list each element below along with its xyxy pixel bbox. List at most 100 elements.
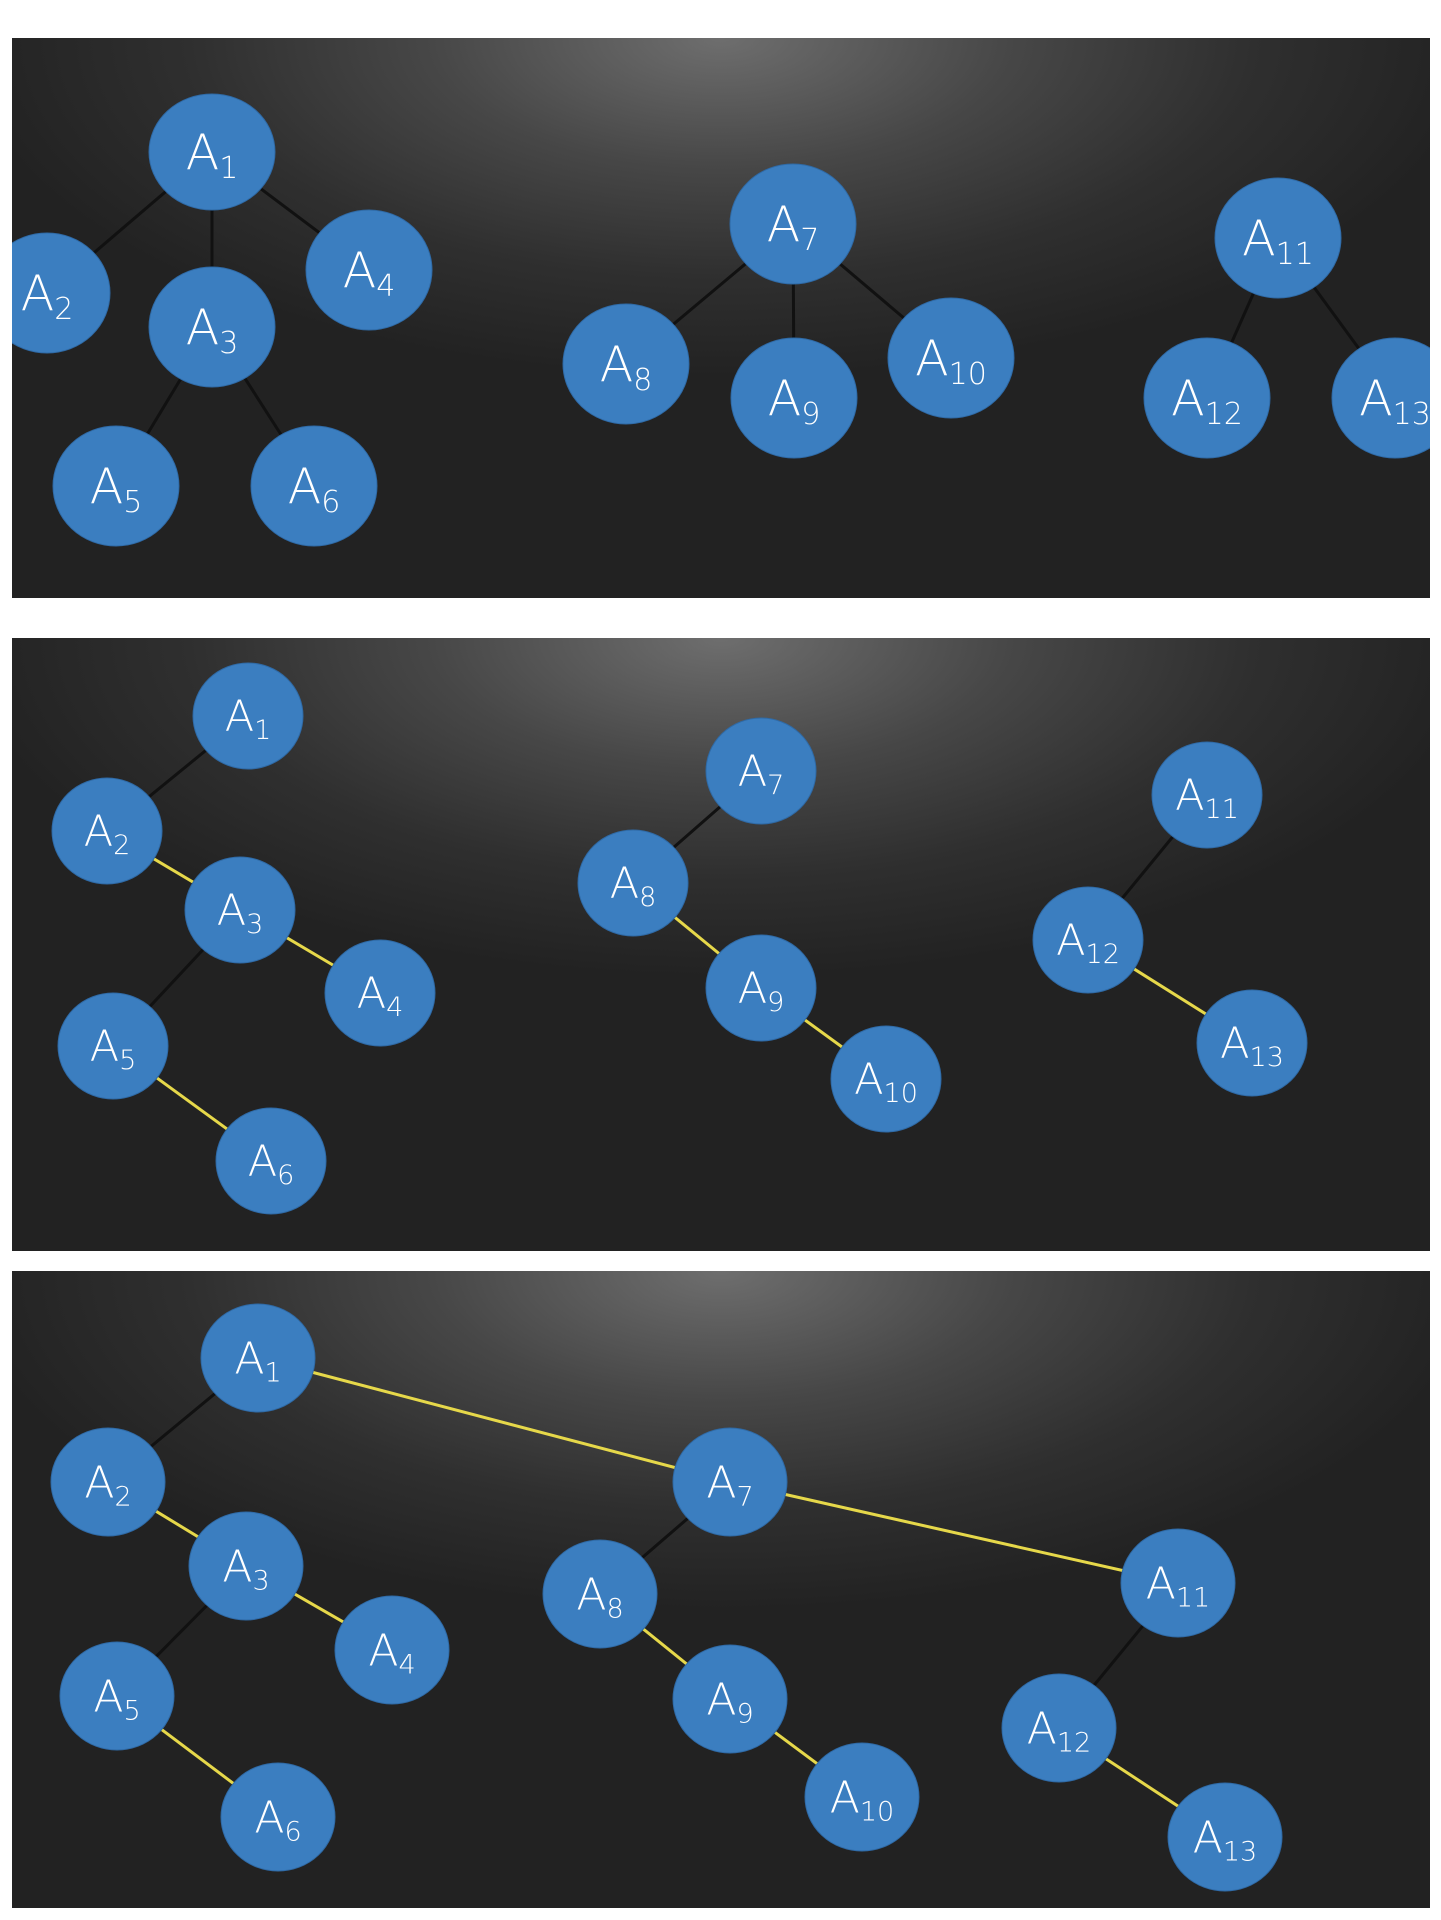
node-label-base: A (1242, 210, 1276, 267)
node-label: A2 (84, 807, 131, 861)
node-label-base: A (357, 969, 386, 1019)
node-circle (887, 297, 1015, 419)
node-label-base: A (1146, 1558, 1176, 1609)
node-circle (1331, 337, 1430, 459)
node-circle (250, 425, 378, 547)
node-a7: A7 (729, 163, 857, 285)
node-a2: A2 (12, 232, 111, 354)
node-circle (830, 1025, 942, 1133)
node-a2: A2 (50, 1427, 166, 1537)
node-label: A1 (186, 124, 239, 186)
node-circle (1214, 177, 1342, 299)
node-label-subscript: 11 (1276, 237, 1314, 272)
node-label-subscript: 10 (949, 357, 987, 392)
node-label-base: A (738, 747, 767, 797)
node-a4: A4 (305, 209, 433, 331)
node-label: A8 (600, 336, 653, 398)
node-label: A7 (706, 1457, 753, 1512)
node-circle (324, 939, 436, 1047)
node-circle (1120, 1528, 1236, 1638)
node-label-subscript: 11 (1176, 1582, 1210, 1613)
node-label: A1 (225, 692, 272, 746)
node-label: A5 (90, 458, 143, 520)
node-a10: A10 (830, 1025, 942, 1133)
node-label-subscript: 8 (639, 882, 656, 913)
node-label-subscript: 13 (1393, 397, 1430, 432)
node-label: A12 (1056, 916, 1120, 970)
node-label: A11 (1242, 210, 1314, 272)
node-label-subscript: 7 (800, 223, 819, 258)
node-label-subscript: 5 (123, 1695, 140, 1726)
node-circle (188, 1511, 304, 1621)
node-a1: A1 (192, 662, 304, 770)
node-a11: A11 (1120, 1528, 1236, 1638)
node-label-subscript: 6 (277, 1160, 294, 1191)
node-circle (705, 934, 817, 1042)
node-label-subscript: 3 (252, 1565, 269, 1596)
node-label-base: A (222, 1541, 252, 1592)
node-a3: A3 (188, 1511, 304, 1621)
node-circle (672, 1644, 788, 1754)
node-circle (12, 232, 111, 354)
sibling-edge-a1-a7 (256, 1356, 732, 1484)
node-a6: A6 (250, 425, 378, 547)
node-label-base: A (93, 1671, 123, 1722)
node-label-base: A (915, 330, 949, 387)
node-label: A5 (90, 1022, 137, 1076)
node-label-subscript: 8 (606, 1593, 623, 1624)
node-a3: A3 (184, 856, 296, 964)
node-a2: A2 (51, 777, 163, 885)
node-label-base: A (600, 336, 634, 393)
node-label-subscript: 11 (1205, 794, 1239, 825)
node-a8: A8 (562, 303, 690, 425)
node-label-base: A (1056, 916, 1085, 966)
node-label-subscript: 7 (736, 1481, 753, 1512)
node-circle (577, 829, 689, 937)
node-label-subscript: 2 (54, 292, 73, 327)
node-label-base: A (1193, 1812, 1223, 1863)
node-label: A7 (738, 747, 785, 801)
node-label-base: A (248, 1137, 277, 1187)
node-circle (334, 1595, 450, 1705)
node-label-subscript: 6 (284, 1816, 301, 1847)
node-circle (148, 266, 276, 388)
node-label: A13 (1193, 1812, 1257, 1867)
node-label-base: A (217, 886, 246, 936)
node-circle (672, 1427, 788, 1537)
node-circle (57, 992, 169, 1100)
node-label: A6 (254, 1792, 301, 1847)
node-label-base: A (90, 458, 124, 515)
node-circle (52, 425, 180, 547)
node-a12: A12 (1032, 886, 1144, 994)
node-label-base: A (610, 859, 639, 909)
node-label: A11 (1146, 1558, 1210, 1613)
node-a8: A8 (577, 829, 689, 937)
node-label-base: A (343, 242, 377, 299)
node-a1: A1 (200, 1303, 316, 1413)
node-label: A11 (1175, 771, 1239, 825)
node-label-base: A (84, 807, 113, 857)
node-circle (51, 777, 163, 885)
node-label-subscript: 12 (1205, 397, 1243, 432)
node-circle (220, 1762, 336, 1872)
node-label-base: A (1175, 771, 1204, 821)
node-label: A13 (1359, 370, 1430, 432)
node-a6: A6 (220, 1762, 336, 1872)
node-label: A10 (854, 1055, 918, 1109)
node-label: A13 (1220, 1019, 1284, 1073)
node-label-subscript: 9 (736, 1698, 753, 1729)
node-label: A3 (217, 886, 264, 940)
node-a11: A11 (1214, 177, 1342, 299)
node-label-base: A (706, 1674, 736, 1725)
node-label: A10 (830, 1772, 894, 1827)
node-circle (1032, 886, 1144, 994)
node-label: A2 (21, 265, 74, 327)
node-circle (804, 1742, 920, 1852)
